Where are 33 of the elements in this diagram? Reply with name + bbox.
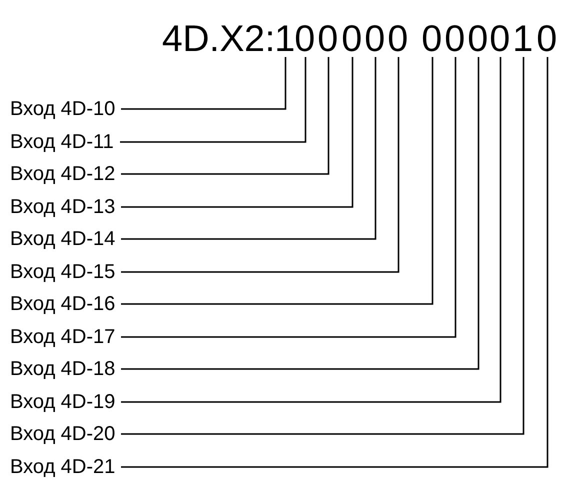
input-label: Вход 4D-20 bbox=[10, 424, 116, 444]
input-label: Вход 4D-17 bbox=[10, 326, 116, 346]
input-label: Вход 4D-10 bbox=[10, 99, 116, 119]
input-label: Вход 4D-19 bbox=[10, 392, 116, 412]
input-label: Вход 4D-12 bbox=[10, 164, 116, 184]
leader-line bbox=[121, 57, 456, 338]
input-label: Вход 4D-18 bbox=[10, 359, 116, 379]
input-label: Вход 4D-21 bbox=[10, 456, 116, 476]
input-label: Вход 4D-13 bbox=[10, 196, 116, 216]
leader-line bbox=[121, 57, 400, 273]
bit-digit: 1 bbox=[512, 20, 534, 57]
bit-digit: 0 bbox=[490, 20, 510, 57]
input-label: Вход 4D-11 bbox=[10, 132, 114, 152]
leader-line bbox=[121, 57, 354, 208]
leader-line bbox=[121, 57, 434, 305]
bit-digit: 0 bbox=[342, 20, 362, 57]
bit-digit: 0 bbox=[364, 20, 386, 57]
input-label: Вход 4D-14 bbox=[10, 229, 116, 249]
bit-digit: 0 bbox=[536, 20, 558, 57]
leader-line bbox=[120, 57, 306, 143]
leader-line bbox=[121, 57, 376, 240]
bit-digit: 1 bbox=[274, 20, 296, 57]
leader-line bbox=[121, 57, 286, 110]
bit-digit: 0 bbox=[388, 20, 408, 57]
bit-digit: 0 bbox=[444, 20, 466, 57]
bit-digit: 0 bbox=[422, 20, 442, 57]
input-label: Вход 4D-15 bbox=[10, 262, 116, 282]
bit-digit: 0 bbox=[318, 20, 338, 57]
register-name: 4D.X2: bbox=[162, 20, 276, 57]
leader-line bbox=[121, 57, 330, 175]
input-label: Вход 4D-16 bbox=[10, 294, 116, 314]
bit-digit: 0 bbox=[468, 20, 488, 57]
bit-digit: 0 bbox=[294, 20, 316, 57]
